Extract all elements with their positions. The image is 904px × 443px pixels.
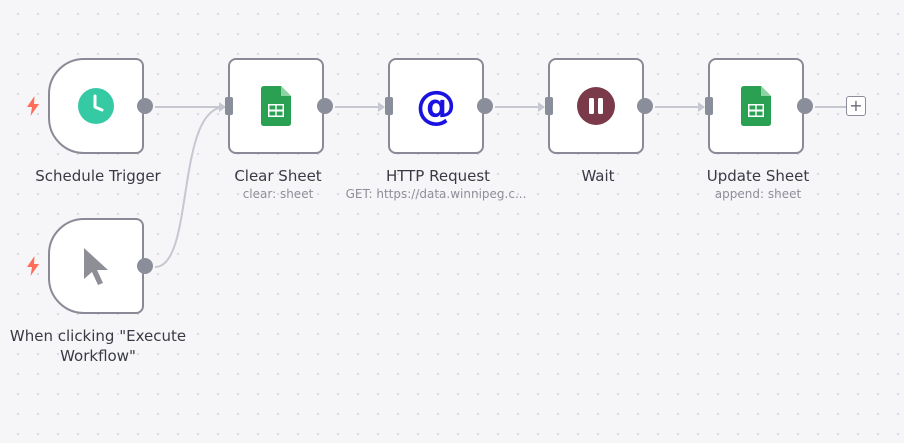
output-handle[interactable] xyxy=(797,98,813,114)
arrow-head xyxy=(698,102,705,112)
input-handle[interactable] xyxy=(385,97,393,115)
node-label: Clear Sheet xyxy=(234,167,322,185)
edge-manual-to-clear[interactable] xyxy=(154,106,226,268)
input-handle[interactable] xyxy=(225,97,233,115)
input-handle[interactable] xyxy=(705,97,713,115)
google-sheets-icon xyxy=(261,86,291,126)
node-label: Schedule Trigger xyxy=(35,167,161,185)
output-handle[interactable] xyxy=(637,98,653,114)
node-label: HTTP Request xyxy=(385,167,491,185)
svg-text:@: @ xyxy=(416,85,456,127)
output-handle[interactable] xyxy=(317,98,333,114)
node-schedule-trigger[interactable] xyxy=(48,58,153,154)
node-label: When clicking "Execute Workflow" xyxy=(9,327,187,365)
node-clear-sheet[interactable] xyxy=(225,58,333,154)
trigger-bolt-icon xyxy=(27,256,39,276)
arrow-head xyxy=(219,102,226,112)
node-update-sheet[interactable] xyxy=(705,58,813,154)
output-handle[interactable] xyxy=(137,258,153,274)
output-handle[interactable] xyxy=(137,98,153,114)
node-label: Wait xyxy=(581,167,615,185)
pause-icon xyxy=(576,86,616,126)
node-subtitle: GET: https://data.winnipeg.c... xyxy=(345,187,527,201)
node-label: Update Sheet xyxy=(706,167,810,185)
output-handle[interactable] xyxy=(477,98,493,114)
plus-icon: + xyxy=(849,96,863,115)
node-manual-trigger[interactable] xyxy=(48,218,153,314)
trigger-bolt-icon xyxy=(27,96,39,116)
node-subtitle: append: sheet xyxy=(714,187,802,201)
node-subtitle: clear: sheet xyxy=(242,187,314,201)
input-handle[interactable] xyxy=(545,97,553,115)
add-node-button[interactable]: + xyxy=(846,96,866,116)
node-wait[interactable] xyxy=(545,58,653,154)
cursor-icon xyxy=(81,246,111,286)
node-http-request[interactable]: @ xyxy=(385,58,493,154)
clock-icon xyxy=(77,87,115,125)
arrow-head xyxy=(378,102,385,112)
google-sheets-icon xyxy=(741,86,771,126)
at-sign-icon: @ xyxy=(415,85,457,127)
arrow-head xyxy=(538,102,545,112)
